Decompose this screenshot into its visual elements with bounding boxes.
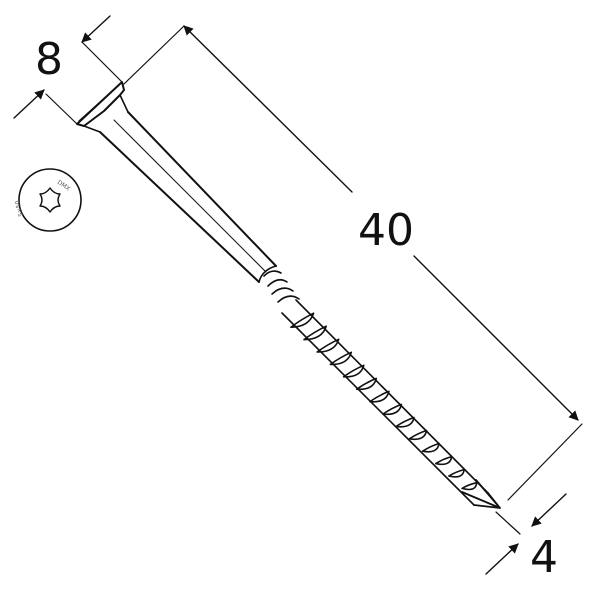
dimension-label-thread-diameter: 4: [530, 532, 558, 583]
dimension-label-head-diameter: 8: [35, 34, 63, 85]
thread-crest: [303, 325, 327, 341]
dim-arrow-head-top: [81, 15, 111, 43]
dim-line-length-upper: [183, 25, 353, 193]
thread-crest: [421, 442, 440, 453]
head-marking-bottom: 5×50: [14, 199, 25, 217]
extension-line-tip-lower: [495, 511, 521, 535]
dim-line-length-lower: [413, 255, 579, 421]
thread-crest: [369, 390, 390, 403]
screw-body: [76, 81, 501, 509]
screw-head-top-view: DMX 5×50: [14, 168, 82, 232]
underhead-taper: [83, 94, 129, 133]
thread-core-top: [295, 299, 489, 494]
thread-crest: [448, 468, 465, 478]
dimension-length: 40: [123, 25, 583, 501]
thread-crest: [355, 377, 378, 391]
thread-cutter: [258, 265, 300, 303]
thread-crest: [435, 455, 453, 466]
countersunk-head: [76, 81, 125, 127]
dimension-label-length: 40: [358, 205, 414, 256]
extension-line-length-bottom: [507, 423, 583, 501]
thread-crest: [290, 312, 315, 328]
head-face-line: [78, 84, 120, 122]
thread-crest: [329, 351, 353, 366]
dim-arrow-head-bottom: [13, 89, 45, 119]
shank-highlight: [113, 119, 267, 273]
thread-crest: [408, 429, 428, 441]
thread-crest: [395, 416, 415, 428]
thread-crest: [342, 364, 365, 378]
thread-crest: [382, 403, 403, 416]
extension-line-head-left: [45, 93, 78, 125]
thread-core-bottom: [281, 312, 475, 506]
head-marking-top: DMX: [56, 179, 71, 193]
dimension-head-diameter: 8: [13, 15, 123, 125]
shank-edge-top: [127, 111, 277, 267]
dim-arrow-thread-upper: [531, 493, 567, 527]
torx-recess-icon: [39, 187, 61, 213]
extension-line-head-right: [81, 41, 123, 83]
thread-crest: [316, 338, 340, 353]
extension-line-length-top: [123, 25, 185, 85]
dim-arrow-thread-lower: [485, 543, 519, 575]
thread-crest: [461, 481, 478, 491]
screw-tip: [461, 479, 501, 509]
head-outline: [18, 168, 82, 232]
shank-edge-bottom: [99, 131, 260, 283]
dimension-thread-diameter: 4: [485, 493, 567, 583]
thread-crests: [290, 312, 478, 491]
